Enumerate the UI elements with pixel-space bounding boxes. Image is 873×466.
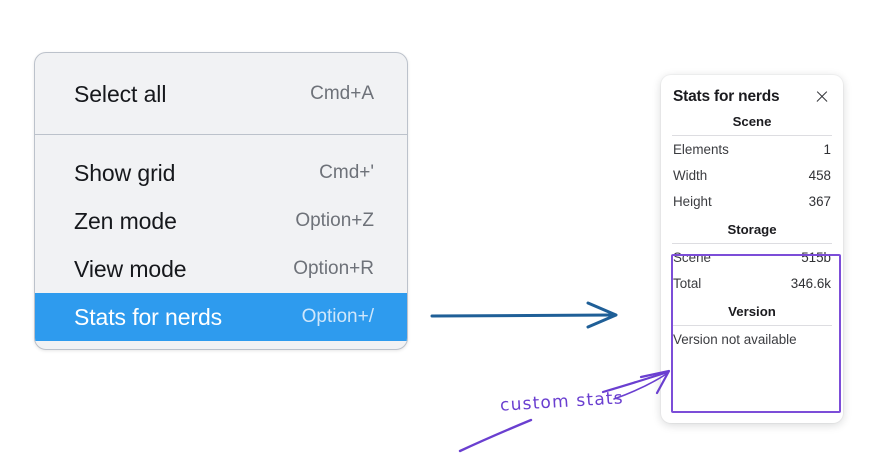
section-rule [672, 135, 832, 136]
menu-item-label: Select all [74, 80, 167, 107]
menu-item-shortcut: Option+Z [295, 210, 374, 231]
menu-item-label: View mode [74, 255, 187, 282]
stat-label: Height [673, 193, 712, 209]
stats-section-version: Version Version not available [671, 296, 833, 353]
menu-bottom-padding [35, 341, 407, 349]
stat-row: Scene 515b [671, 244, 833, 270]
context-menu: Select all Cmd+A Show grid Cmd+' Zen mod… [34, 52, 408, 350]
stat-label: Scene [673, 249, 711, 265]
section-title: Scene [732, 114, 772, 129]
version-value: Version not available [673, 332, 797, 347]
stat-value: 515b [801, 249, 831, 265]
menu-item-label: Show grid [74, 159, 176, 186]
menu-item-zen-mode[interactable]: Zen mode Option+Z [35, 197, 407, 245]
menu-item-label: Stats for nerds [74, 303, 223, 330]
menu-item-view-mode[interactable]: View mode Option+R [35, 245, 407, 293]
stats-section-storage: Storage Scene 515b Total 346.6k [671, 214, 833, 296]
stat-label: Elements [673, 141, 729, 157]
stat-value: 367 [808, 193, 831, 209]
stat-value: 458 [808, 167, 831, 183]
purple-underline-stroke [458, 418, 533, 453]
menu-item-shortcut: Cmd+A [310, 83, 374, 104]
section-title: Version [728, 304, 776, 319]
menu-item-shortcut: Option+R [293, 258, 374, 279]
annotation-label-custom-stats: custom stats [499, 388, 625, 416]
section-rule [672, 325, 832, 326]
stats-section-scene: Scene Elements 1 Width 458 Height 367 [671, 106, 833, 214]
blue-arrow-icon [430, 301, 618, 329]
close-icon[interactable] [814, 89, 830, 105]
context-menu-group-1: Select all Cmd+A [35, 53, 407, 134]
menu-item-stats-for-nerds[interactable]: Stats for nerds Option+/ [35, 293, 407, 341]
stats-panel-title: Stats for nerds [673, 88, 780, 105]
menu-item-label: Zen mode [74, 207, 177, 234]
section-title: Storage [727, 222, 777, 237]
purple-arrow-icon [601, 369, 671, 400]
stat-value: 1 [823, 141, 831, 157]
stats-for-nerds-panel: Stats for nerds Scene Elements 1 Width 4… [661, 75, 843, 423]
section-rule [672, 243, 832, 244]
menu-item-select-all[interactable]: Select all Cmd+A [35, 70, 407, 118]
stat-label: Width [673, 167, 708, 183]
menu-item-shortcut: Cmd+' [319, 162, 374, 183]
stat-value: 346.6k [790, 275, 831, 291]
menu-item-show-grid[interactable]: Show grid Cmd+' [35, 149, 407, 197]
menu-item-shortcut: Option+/ [301, 306, 374, 327]
context-menu-group-2: Show grid Cmd+' Zen mode Option+Z View m… [35, 135, 407, 349]
stat-row: Total 346.6k [671, 270, 833, 296]
stats-panel-header: Stats for nerds [671, 75, 833, 106]
stat-row: Height 367 [671, 188, 833, 214]
stat-label: Total [673, 275, 702, 291]
stat-row: Width 458 [671, 162, 833, 188]
menu-separator [35, 134, 407, 135]
stat-row: Elements 1 [671, 136, 833, 162]
